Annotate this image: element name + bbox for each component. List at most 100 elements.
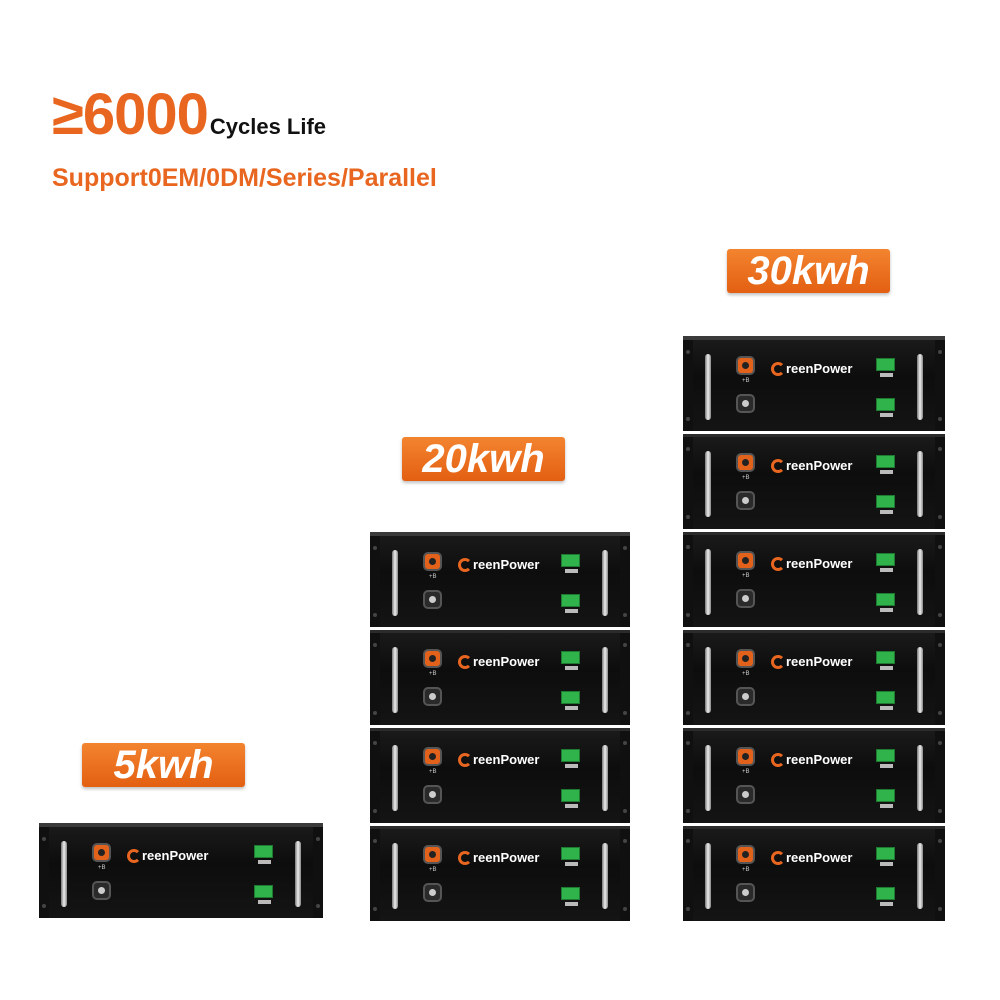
rack-ear bbox=[620, 633, 630, 725]
port-label bbox=[880, 666, 893, 670]
communication-port-icon bbox=[876, 887, 895, 900]
brand-name: reenPower bbox=[473, 557, 540, 572]
mount-hole bbox=[623, 546, 627, 550]
terminal-label: +B bbox=[429, 769, 437, 775]
brand-name: reenPower bbox=[142, 848, 209, 863]
rack-ear bbox=[620, 829, 630, 921]
port-label bbox=[880, 470, 893, 474]
positive-terminal-icon bbox=[738, 553, 753, 568]
logo-g-icon bbox=[458, 850, 472, 865]
cycles-count: ≥6000 bbox=[52, 82, 209, 147]
rack-ear bbox=[935, 535, 945, 627]
handle-right bbox=[602, 550, 608, 616]
negative-terminal-icon bbox=[425, 689, 440, 704]
brand-logo: reenPower bbox=[771, 850, 852, 865]
mount-hole bbox=[373, 643, 377, 647]
negative-terminal-icon bbox=[738, 787, 753, 802]
communication-port-icon bbox=[561, 789, 580, 802]
mount-hole bbox=[686, 741, 690, 745]
terminal-label: +B bbox=[742, 867, 750, 873]
communication-port-icon bbox=[561, 847, 580, 860]
handle-right bbox=[602, 647, 608, 713]
positive-terminal-icon bbox=[425, 554, 440, 569]
mount-hole bbox=[623, 613, 627, 617]
positive-terminal-icon bbox=[738, 358, 753, 373]
brand-logo: reenPower bbox=[458, 654, 539, 669]
mount-hole bbox=[686, 711, 690, 715]
positive-terminal-icon bbox=[738, 749, 753, 764]
brand-logo: reenPower bbox=[458, 557, 539, 572]
mount-hole bbox=[938, 515, 942, 519]
mount-hole bbox=[938, 907, 942, 911]
port-label bbox=[880, 804, 893, 808]
port-label bbox=[880, 764, 893, 768]
mount-hole bbox=[686, 643, 690, 647]
rack-ear bbox=[39, 827, 49, 918]
mount-hole bbox=[623, 839, 627, 843]
rack-ear bbox=[683, 437, 693, 529]
port-label bbox=[565, 666, 578, 670]
brand-name: reenPower bbox=[473, 654, 540, 669]
logo-g-icon bbox=[771, 556, 785, 571]
mount-hole bbox=[938, 839, 942, 843]
positive-terminal-icon bbox=[738, 847, 753, 862]
mount-hole bbox=[938, 711, 942, 715]
terminal-label: +B bbox=[742, 769, 750, 775]
logo-g-icon bbox=[458, 557, 472, 572]
handle-right bbox=[602, 745, 608, 811]
battery-module: +B reenPower bbox=[370, 728, 630, 823]
positive-terminal-icon bbox=[94, 845, 109, 860]
rack-ear bbox=[370, 536, 380, 627]
port-label bbox=[880, 413, 893, 417]
positive-terminal-icon bbox=[738, 455, 753, 470]
brand-name: reenPower bbox=[473, 752, 540, 767]
communication-port-icon bbox=[561, 887, 580, 900]
mount-hole bbox=[623, 711, 627, 715]
logo-g-icon bbox=[771, 654, 785, 669]
port-label bbox=[565, 569, 578, 573]
port-label bbox=[565, 862, 578, 866]
brand-name: reenPower bbox=[473, 850, 540, 865]
mount-hole bbox=[373, 546, 377, 550]
communication-port-icon bbox=[561, 594, 580, 607]
handle-right bbox=[917, 354, 923, 420]
badge-30kwh: 30kwh bbox=[727, 249, 890, 293]
handle-right bbox=[917, 647, 923, 713]
terminal-label: +B bbox=[429, 867, 437, 873]
mount-hole bbox=[686, 515, 690, 519]
mount-hole bbox=[42, 837, 46, 841]
port-label bbox=[880, 862, 893, 866]
handle-right bbox=[917, 843, 923, 909]
mount-hole bbox=[373, 809, 377, 813]
brand-logo: reenPower bbox=[771, 556, 852, 571]
mount-hole bbox=[623, 809, 627, 813]
port-label bbox=[880, 608, 893, 612]
headline: ≥6000Cycles Life bbox=[52, 86, 326, 144]
stack-20kwh: +B reenPower +B reenPower +B reenPower +B reenP… bbox=[370, 532, 630, 924]
mount-hole bbox=[938, 613, 942, 617]
terminal-label: +B bbox=[429, 671, 437, 677]
brand-logo: reenPower bbox=[458, 850, 539, 865]
mount-hole bbox=[623, 741, 627, 745]
port-label bbox=[258, 900, 271, 904]
port-label bbox=[880, 706, 893, 710]
brand-name: reenPower bbox=[786, 361, 853, 376]
badge-20kwh: 20kwh bbox=[402, 437, 565, 481]
port-label bbox=[565, 902, 578, 906]
communication-port-icon bbox=[254, 885, 273, 898]
rack-ear bbox=[370, 829, 380, 921]
mount-hole bbox=[938, 809, 942, 813]
mount-hole bbox=[623, 643, 627, 647]
port-label bbox=[565, 804, 578, 808]
handle-left bbox=[705, 647, 711, 713]
brand-name: reenPower bbox=[786, 752, 853, 767]
rack-ear bbox=[683, 340, 693, 431]
communication-port-icon bbox=[876, 749, 895, 762]
port-label bbox=[565, 609, 578, 613]
mount-hole bbox=[938, 741, 942, 745]
positive-terminal-icon bbox=[425, 651, 440, 666]
terminal-label: +B bbox=[429, 574, 437, 580]
